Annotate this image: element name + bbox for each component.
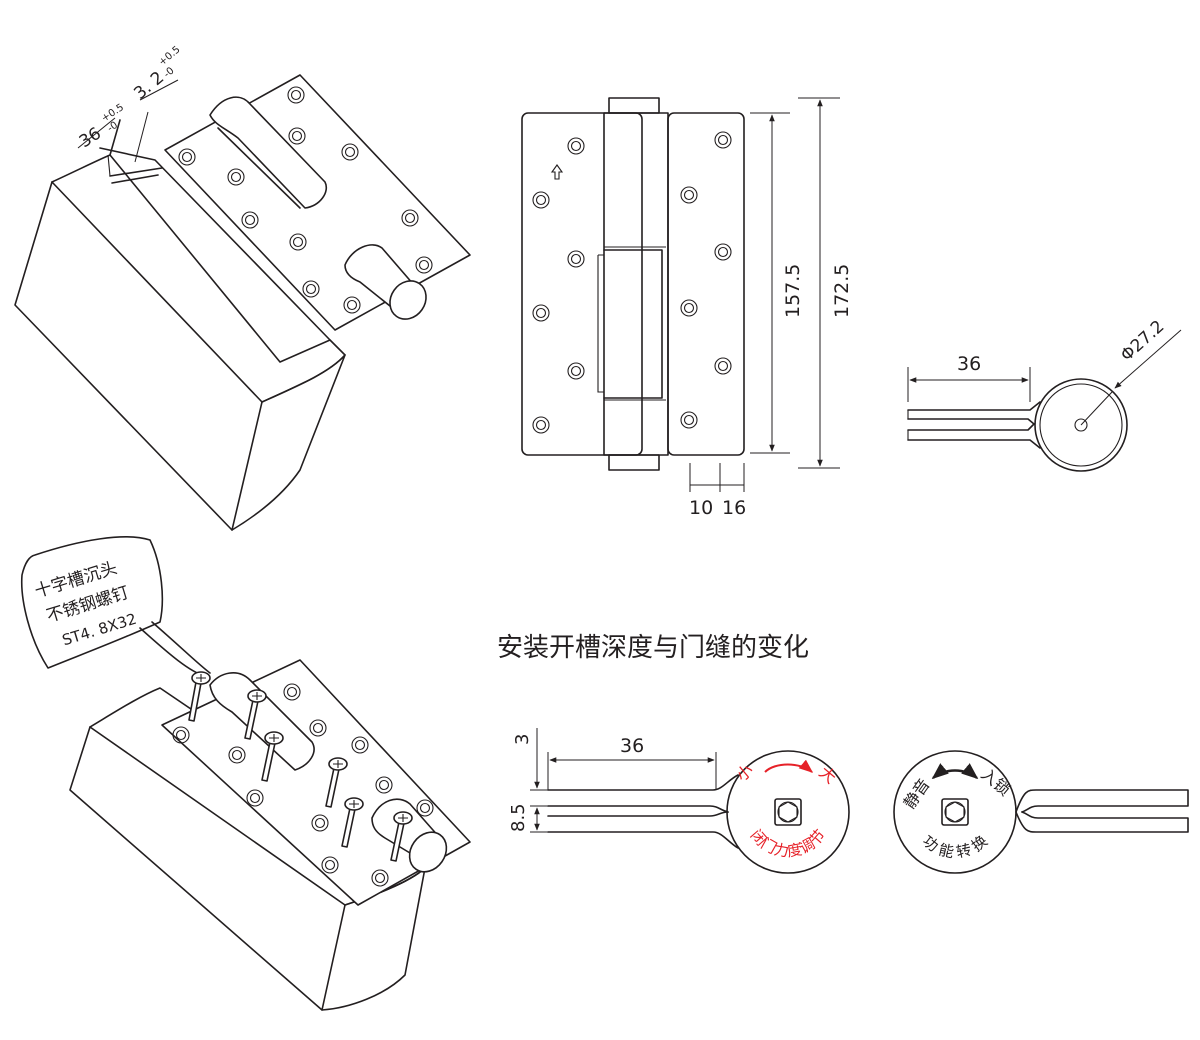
dial-caption: 闭门力度调节 bbox=[747, 826, 829, 861]
dim-height-inner: 157.5 bbox=[782, 264, 804, 318]
dim-a: 10 bbox=[689, 497, 713, 519]
dial-dim-gap: 8.5 bbox=[508, 803, 529, 832]
section-title: 安装开槽深度与门缝的变化 bbox=[497, 633, 809, 663]
dial-label-large: 大 bbox=[815, 763, 839, 788]
dial-dim-depth: 3 bbox=[512, 734, 533, 745]
side-dim-width: 36 bbox=[957, 353, 981, 375]
screws bbox=[188, 671, 413, 862]
function-switch-view: 静音 入锁 功 能 转 换 bbox=[893, 750, 1189, 874]
side-view: 36 Φ27.2 bbox=[907, 317, 1182, 472]
front-left-leaf-holes bbox=[532, 137, 585, 434]
closing-force-dial-view: 小 大 闭门力度调节 36 3 8.5 bbox=[508, 728, 850, 874]
mode-caption: 功 能 转 换 bbox=[919, 832, 991, 862]
isometric-installed-view bbox=[69, 659, 471, 1011]
isometric-door-slot-view: 36 +0.5 -0 3. 2 +0.5 -0 bbox=[14, 44, 471, 531]
screw-callout: 十字槽沉头 不锈钢螺钉 ST4. 8X32 bbox=[20, 536, 211, 677]
mode-quiet: 静音 bbox=[900, 775, 934, 812]
dim-height-outer: 172.5 bbox=[831, 264, 853, 318]
front-view: 157.5 172.5 10 16 bbox=[521, 97, 853, 519]
side-dim-diameter: Φ27.2 bbox=[1117, 317, 1168, 366]
dial-dim-width: 36 bbox=[620, 735, 644, 757]
mode-lock: 入锁 bbox=[977, 765, 1014, 800]
dim-b: 16 bbox=[722, 497, 746, 519]
iso-dim-depth-tol-upper: +0.5 bbox=[157, 44, 183, 68]
front-right-leaf-holes bbox=[680, 131, 732, 429]
